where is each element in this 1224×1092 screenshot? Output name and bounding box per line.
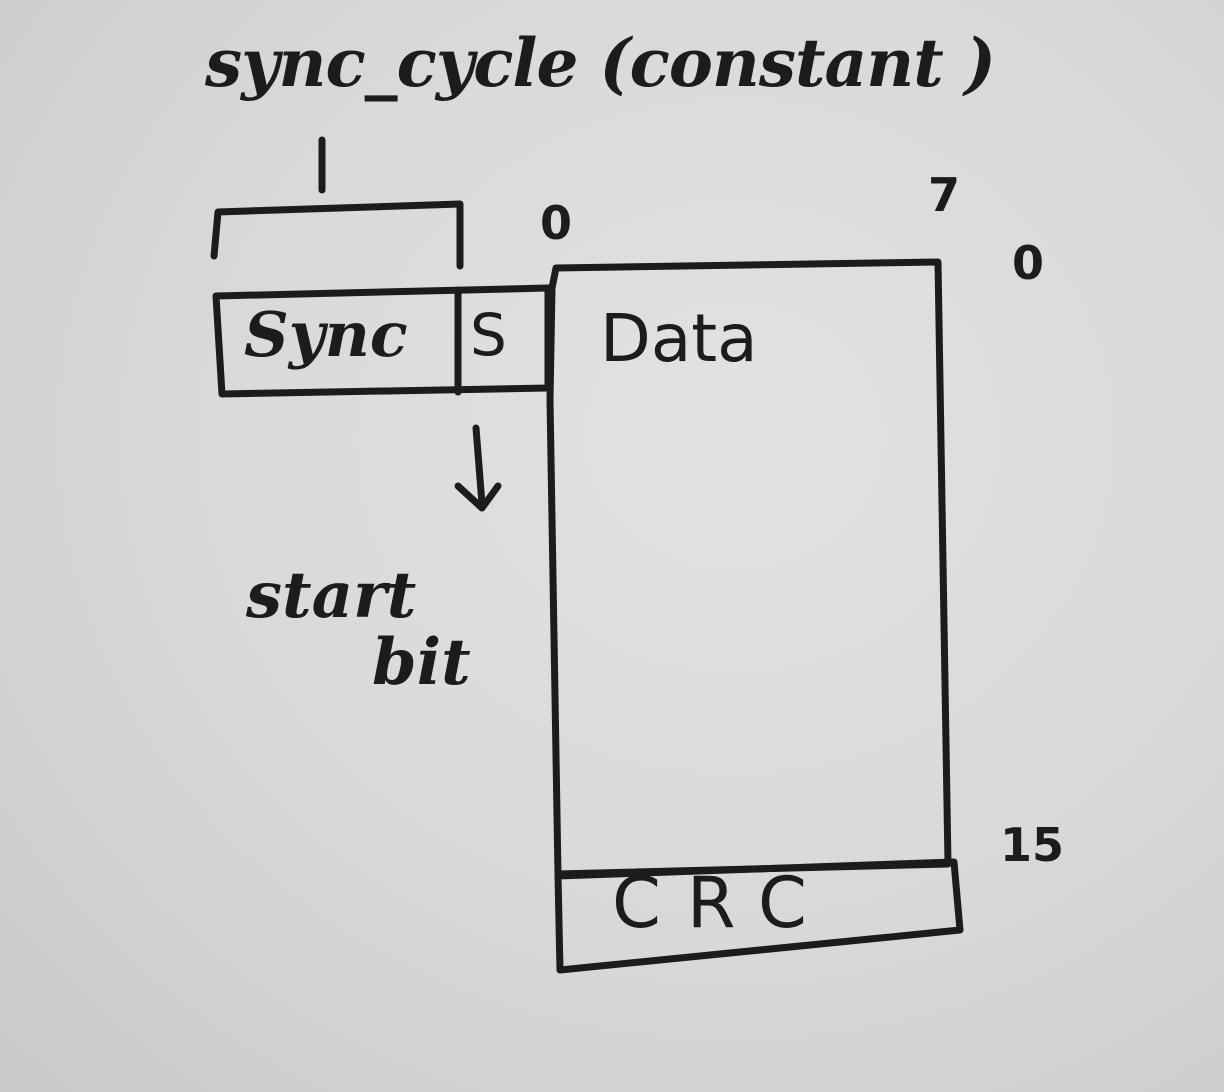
crc-box bbox=[554, 858, 964, 974]
bit-index-end-label: 7 bbox=[928, 168, 961, 222]
row-index-start-label: 0 bbox=[1012, 236, 1045, 290]
sync-cycle-annotation: sync_cycle (constant ) bbox=[205, 24, 996, 102]
sync-cycle-bracket bbox=[210, 200, 464, 270]
data-field-label: Data bbox=[600, 300, 758, 377]
start-bit-arrow-shaft bbox=[472, 424, 486, 508]
sync-field-label: Sync bbox=[244, 298, 408, 371]
start-bit-annotation-line1: start bbox=[246, 558, 417, 633]
start-field-label: S bbox=[470, 301, 507, 369]
start-bit-arrow-head bbox=[454, 482, 502, 512]
start-bit-annotation: start bit bbox=[246, 558, 471, 701]
row-index-end-label: 15 bbox=[1000, 818, 1065, 872]
bit-index-start-label: 0 bbox=[540, 196, 573, 250]
crc-field-label: CRC bbox=[612, 862, 833, 944]
start-bit-annotation-line2: bit bbox=[372, 625, 471, 701]
